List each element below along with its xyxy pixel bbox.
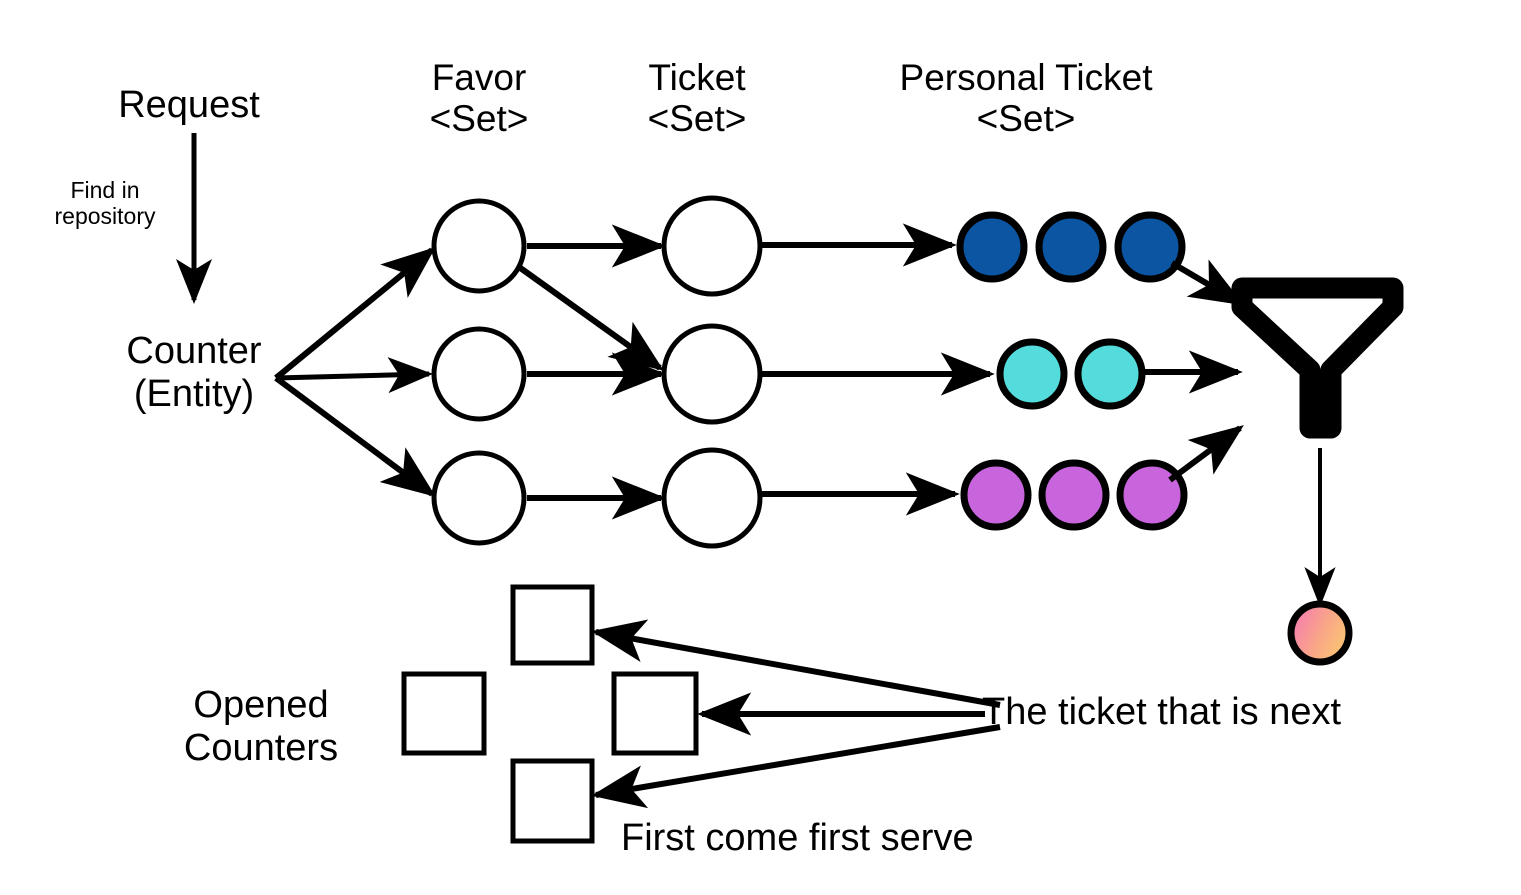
arrow-next-ticket-to-bottom-square [591,724,1001,809]
label-request: Request [118,84,260,126]
personal-ticket-blue-2 [1035,211,1107,283]
ticket-node-2 [661,323,763,425]
personal-ticket-blue-1 [956,211,1028,283]
label-opened-counters: Opened Counters [183,684,339,769]
personal-ticket-cyan-1 [996,338,1068,410]
personal-ticket-purple-1 [960,459,1032,531]
personal-ticket-cyan-2 [1074,338,1146,410]
favor-node-2 [431,326,527,422]
favor-node-1 [431,198,527,294]
label-counter-entity: Counter (Entity) [126,330,262,415]
label-find-in-repository: Find in repository [54,177,156,229]
personal-ticket-blue-3 [1114,211,1186,283]
arrow-counter-to-favor-1 [274,246,436,381]
favor-node-3 [431,450,527,546]
arrow-blue-to-funnel [1170,259,1245,306]
label-next-ticket: The ticket that is next [982,691,1342,733]
label-first-come-first-serve: First come first serve [621,817,974,859]
ticket-node-3 [661,447,763,549]
opened-counter-square-right [611,671,699,756]
arrow-counter-to-favor-3 [274,375,436,497]
arrow-favor1-to-ticket2 [517,264,664,371]
personal-ticket-purple-3 [1116,459,1188,531]
opened-counter-square-left [401,671,487,756]
selected-ticket-node [1287,600,1353,666]
opened-counter-square-top [510,584,595,666]
filter-funnel-icon [1231,277,1404,439]
arrow-purple-to-funnel [1168,425,1244,483]
opened-counter-square-bottom [510,758,595,844]
personal-ticket-purple-2 [1038,459,1110,531]
ticket-node-1 [661,195,763,297]
arrow-counter-to-favor-2 [275,357,433,394]
column-title-favor: Favor <Set> [429,57,529,140]
column-title-ticket: Ticket <Set> [647,57,747,140]
arrow-next-ticket-to-top-square [591,619,1001,708]
column-title-personal-ticket: Personal Ticket <Set> [899,57,1153,140]
